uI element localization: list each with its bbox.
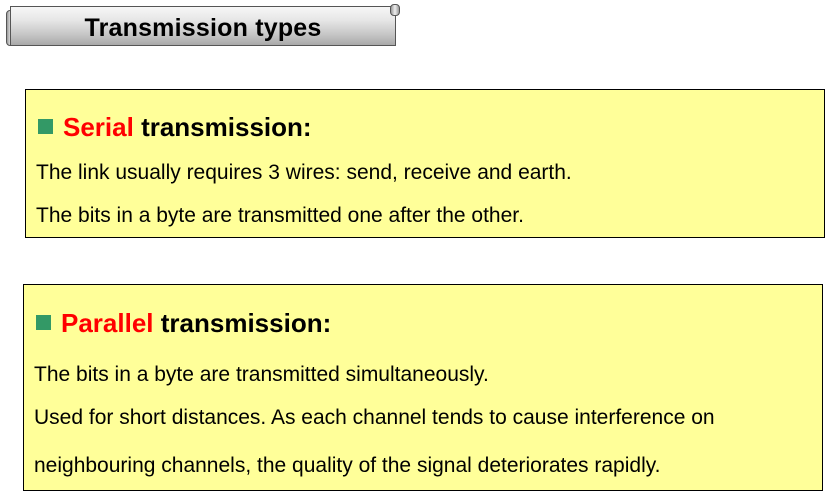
scroll-curl-right xyxy=(390,4,400,16)
page-title: Transmission types xyxy=(84,14,322,42)
title-banner: Transmission types xyxy=(6,4,400,46)
parallel-heading-accent: Parallel xyxy=(61,308,154,338)
serial-line-2: The bits in a byte are transmitted one a… xyxy=(36,204,524,227)
serial-heading-accent: Serial xyxy=(63,112,134,142)
serial-box: Serial transmission: The link usually re… xyxy=(25,89,825,238)
serial-line-1: The link usually requires 3 wires: send,… xyxy=(36,161,572,184)
serial-heading: Serial transmission: xyxy=(38,112,312,143)
square-bullet-icon xyxy=(36,315,51,330)
scroll-background xyxy=(10,6,396,46)
square-bullet-icon xyxy=(38,119,53,134)
parallel-heading-rest: transmission: xyxy=(160,308,332,338)
parallel-heading: Parallel transmission: xyxy=(36,308,331,339)
serial-heading-rest: transmission: xyxy=(141,112,312,142)
parallel-line-2: Used for short distances. As each channe… xyxy=(34,406,715,429)
parallel-line-1: The bits in a byte are transmitted simul… xyxy=(34,363,489,386)
parallel-line-3: neighbouring channels, the quality of th… xyxy=(34,454,661,477)
parallel-box: Parallel transmission: The bits in a byt… xyxy=(23,284,823,491)
